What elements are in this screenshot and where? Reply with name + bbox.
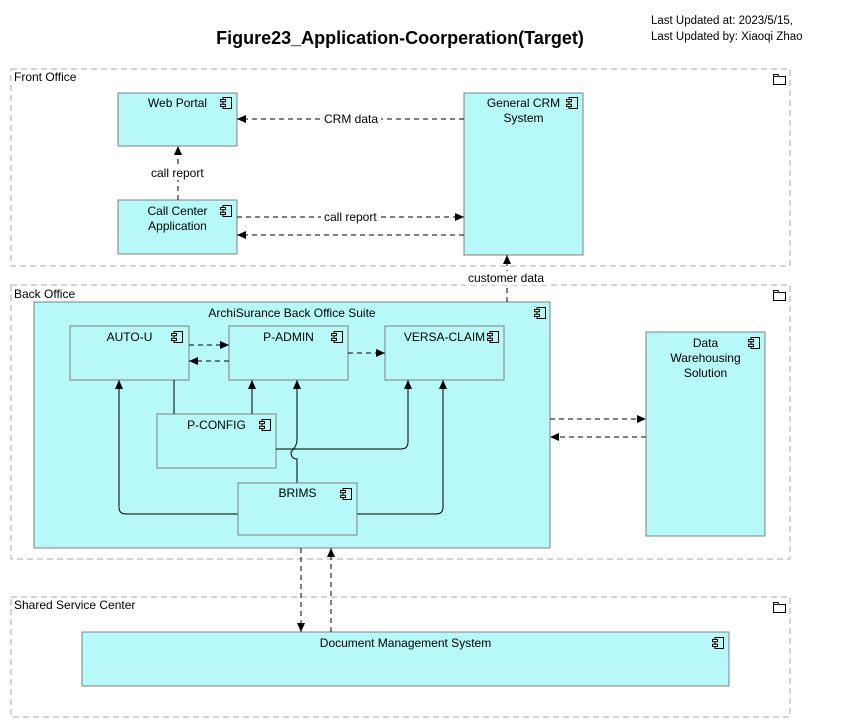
component-versa-claim[interactable] xyxy=(384,325,505,381)
label-data-warehousing-solution: Data Warehousing Solution xyxy=(670,336,741,380)
group-label-shared-service-center: Shared Service Center xyxy=(14,598,136,612)
group-label-back-office: Back Office xyxy=(14,287,76,301)
label-crm-data: CRM data xyxy=(321,112,382,126)
label-p-config: P-CONFIG xyxy=(187,418,246,432)
last-updated-by: Last Updated by: Xiaoqi Zhao xyxy=(651,31,803,43)
component-document-management-system[interactable] xyxy=(81,631,730,687)
connector-brims-p-admin[interactable] xyxy=(290,380,301,483)
label-versa-claim: VERSA-CLAIM xyxy=(403,330,486,344)
last-updated-at: Last Updated at: 2023/5/15, xyxy=(651,15,793,27)
component-brims[interactable] xyxy=(237,482,358,536)
folder-icon xyxy=(773,290,786,301)
connector-brims-versa-claim[interactable] xyxy=(357,380,447,515)
component-auto-u[interactable] xyxy=(69,325,190,381)
component-p-config[interactable] xyxy=(156,413,277,469)
label-call-report-crm: call report xyxy=(321,210,380,224)
label-back-office-suite: ArchiSurance Back Office Suite xyxy=(208,306,376,320)
folder-icon xyxy=(773,602,786,613)
component-general-crm-system[interactable] xyxy=(463,92,584,256)
group-label-front-office: Front Office xyxy=(14,70,77,84)
connector-brims-auto-u[interactable] xyxy=(115,380,238,515)
label-call-report-web-portal: call report xyxy=(148,166,207,180)
label-web-portal: Web Portal xyxy=(147,96,208,110)
component-data-warehousing-solution[interactable] xyxy=(645,331,766,537)
label-document-management-system: Document Management System xyxy=(319,636,492,650)
label-general-crm-system: General CRM System xyxy=(486,96,561,125)
connector-p-config-versa-claim[interactable] xyxy=(276,380,412,450)
component-p-admin[interactable] xyxy=(228,325,349,381)
label-brims: BRIMS xyxy=(278,486,317,500)
label-p-admin: P-ADMIN xyxy=(263,330,314,344)
diagram-title: Figure23_Application-Coorperation(Target… xyxy=(216,28,584,48)
folder-icon xyxy=(773,74,786,85)
label-auto-u: AUTO-U xyxy=(106,330,153,344)
label-customer-data: customer data xyxy=(465,271,548,285)
label-call-center-application: Call Center Application xyxy=(147,204,208,233)
